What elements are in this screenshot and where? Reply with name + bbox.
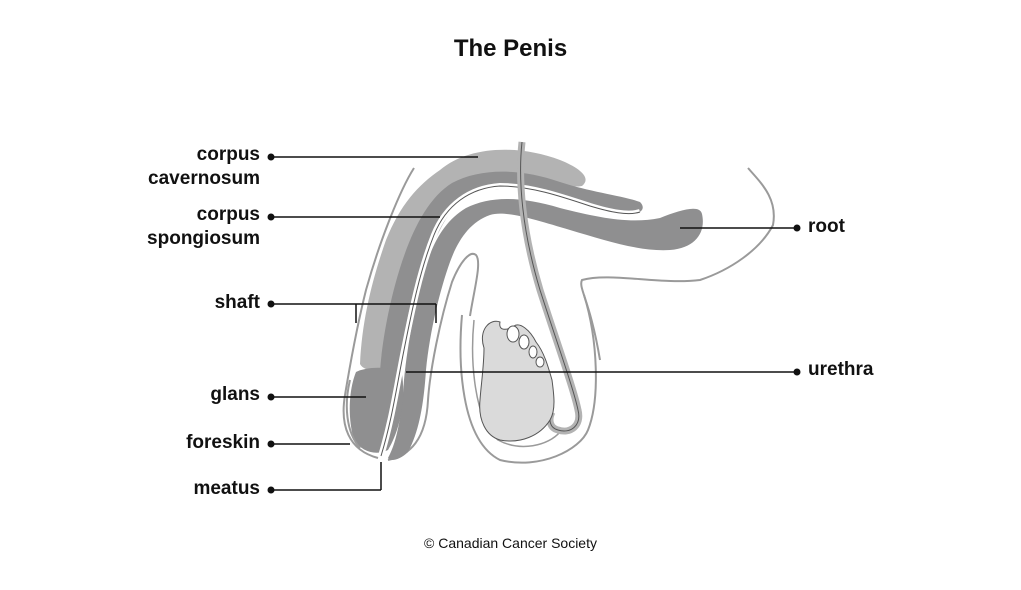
diagram-title: The Penis [453, 35, 568, 62]
label-root: root [808, 216, 845, 237]
copyright-notice: © Canadian Cancer Society [424, 535, 597, 551]
epididymis-lobe [535, 356, 545, 368]
epididymis-lobe [506, 325, 520, 343]
leader-shaft [267, 300, 437, 323]
label-corpus-spongiosum-line2: spongiosum [147, 228, 260, 249]
leader-foreskin [267, 440, 350, 448]
leader-glans [267, 393, 366, 401]
label-foreskin: foreskin [186, 432, 260, 453]
foreskin-fold [345, 379, 361, 449]
leader-corpus-cavernosum [267, 153, 478, 161]
scrotum-outline [459, 294, 597, 464]
penis-skin-outline [342, 167, 415, 459]
label-shaft: shaft [214, 292, 260, 313]
body-outline [580, 167, 775, 361]
leader-urethra [406, 368, 801, 376]
label-corpus-spongiosum-line1: corpus [196, 204, 260, 225]
label-corpus-cavernosum: corpus cavernosum [60, 143, 260, 191]
vas-deferens-outline [520, 141, 580, 432]
label-glans: glans [210, 384, 260, 405]
leader-corpus-spongiosum [267, 213, 440, 221]
corpus-spongiosum-lower-band [388, 199, 703, 460]
epididymis-lobe [528, 345, 538, 359]
label-urethra: urethra [808, 359, 874, 380]
label-meatus: meatus [193, 478, 260, 499]
leader-root [680, 224, 801, 232]
label-corpus-spongiosum: corpus spongiosum [60, 203, 260, 251]
label-corpus-cavernosum-line1: corpus [196, 144, 260, 165]
leader-meatus [267, 462, 382, 494]
label-corpus-cavernosum-line2: cavernosum [148, 168, 260, 189]
corpus-cavernosum-shape [360, 149, 586, 371]
urethra-outline [380, 185, 641, 457]
epididymis-lobe [518, 334, 530, 350]
penis-underside-outline [387, 252, 480, 461]
